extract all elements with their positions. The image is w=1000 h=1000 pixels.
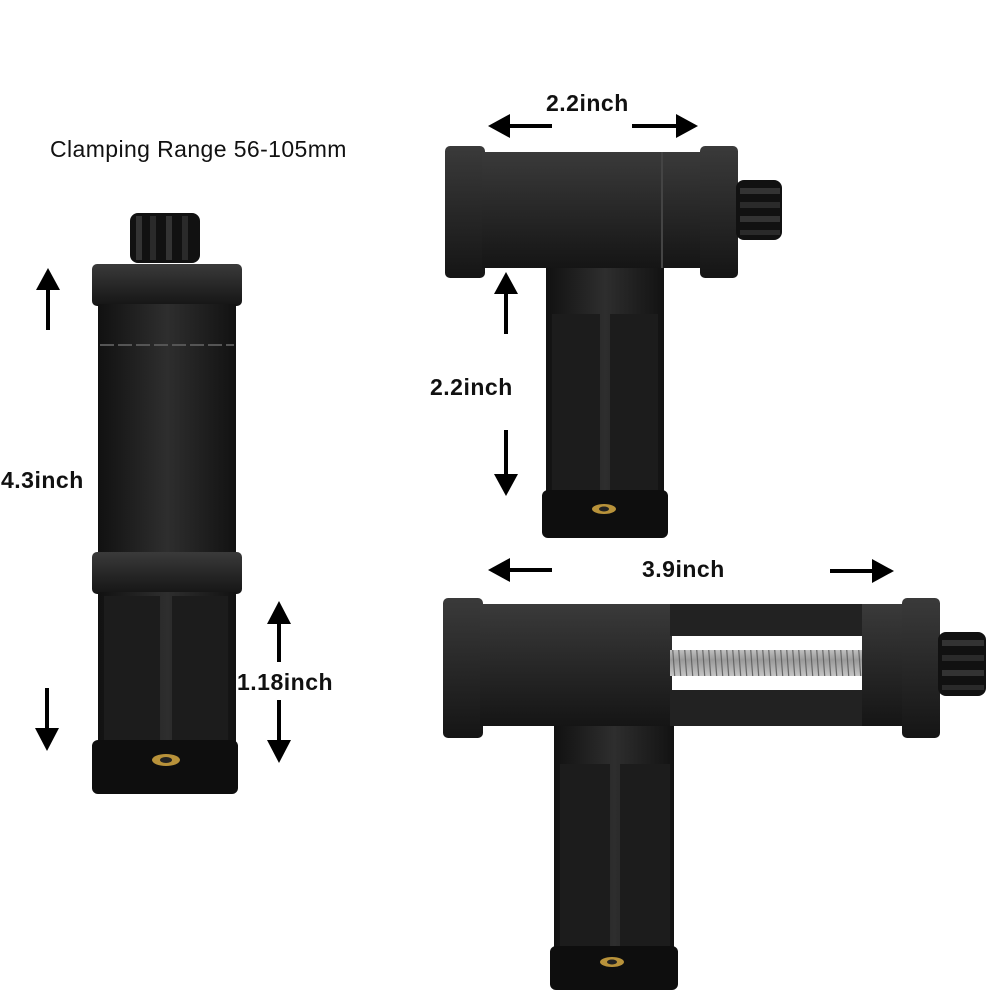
bottom-width-arrow-left xyxy=(488,558,552,582)
rail-top xyxy=(670,604,866,636)
rail-bottom xyxy=(670,690,866,726)
holder-horizontal-extended-view xyxy=(443,598,986,990)
right-jaw xyxy=(700,146,738,278)
top-height-arrow-down xyxy=(494,430,518,496)
left-height-label: 4.3inch xyxy=(1,467,84,493)
top-jaw xyxy=(92,264,242,306)
left-base-label: 1.18inch xyxy=(237,669,334,695)
base-height-arrow-up xyxy=(267,601,291,662)
clamp-body xyxy=(98,304,236,556)
knob xyxy=(736,180,782,240)
spring xyxy=(670,650,866,676)
mount-base xyxy=(550,946,678,990)
holder-horizontal-closed-view xyxy=(445,146,782,538)
right-jaw xyxy=(902,598,940,738)
clamp-body xyxy=(480,604,672,726)
top-width-label: 2.2inch xyxy=(546,90,629,116)
top-width-arrow-right xyxy=(632,114,698,138)
left-height-arrow-down xyxy=(35,688,59,751)
clamp-body xyxy=(482,152,704,268)
knob xyxy=(130,213,200,263)
top-height-arrow-up xyxy=(494,272,518,334)
bottom-jaw xyxy=(92,552,242,594)
clamping-range-title: Clamping Range 56-105mm xyxy=(50,136,347,162)
holder-vertical-view xyxy=(92,213,242,794)
top-height-label: 2.2inch xyxy=(430,374,513,400)
top-width-arrow-left xyxy=(488,114,552,138)
base-height-arrow-down xyxy=(267,700,291,763)
mount-base xyxy=(542,490,668,538)
left-jaw xyxy=(445,146,485,278)
bottom-width-arrow-right xyxy=(830,559,894,583)
knob xyxy=(938,632,986,696)
left-jaw xyxy=(443,598,483,738)
bottom-width-label: 3.9inch xyxy=(642,556,725,582)
mount-base xyxy=(92,740,238,794)
left-height-arrow-up xyxy=(36,268,60,330)
